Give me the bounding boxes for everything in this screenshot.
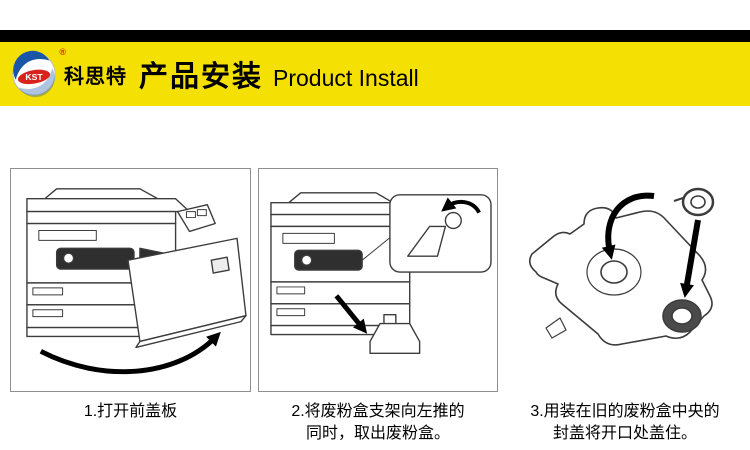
installation-steps: 1.打开前盖板: [0, 168, 750, 450]
page-title: 产品安装 Product Install: [139, 53, 419, 95]
printer-open-cover-drawing: [26, 188, 247, 375]
waste-box-cap-drawing: [528, 187, 715, 346]
page-title-english: Product Install: [273, 65, 419, 91]
step-2-caption-line-2: 同时，取出废粉盒。: [305, 425, 450, 442]
waste-box-removal-drawing: [270, 192, 492, 355]
step-2-caption-line-1: 2.将废粉盒支架向左推的: [291, 403, 465, 420]
step-1-caption-line-1: 1.打开前盖板: [83, 403, 178, 420]
step-3-caption-line-2: 封盖将开口处盖住。: [552, 425, 697, 442]
cap-to-center-arrow-icon: [601, 192, 655, 260]
open-direction-arrow-icon: [39, 331, 221, 375]
step-1-caption: 1.打开前盖板: [10, 401, 251, 423]
step-1: 1.打开前盖板: [10, 168, 251, 423]
logo-text: KST: [25, 72, 43, 82]
cap-to-opening-arrow-icon: [680, 219, 701, 298]
step-2: 2.将废粉盒支架向左推的 同时，取出废粉盒。: [258, 168, 498, 445]
step-3-illustration: [502, 168, 748, 392]
step-3-caption: 3.用装在旧的废粉盒中央的 封盖将开口处盖住。: [502, 401, 748, 445]
top-divider-bar: [0, 30, 750, 42]
header-band: KST ® 科思特 产品安装 Product Install: [0, 42, 750, 106]
registered-mark: ®: [59, 47, 66, 57]
page-title-chinese: 产品安装: [139, 61, 264, 93]
step-3-caption-line-1: 3.用装在旧的废粉盒中央的: [530, 403, 720, 420]
step-1-illustration: [10, 168, 251, 392]
kst-logo: KST ®: [10, 47, 66, 98]
remove-direction-arrow-icon: [334, 294, 368, 334]
brand-name: 科思特: [64, 65, 127, 88]
kst-logo-icon: KST: [12, 50, 56, 98]
step-3: 3.用装在旧的废粉盒中央的 封盖将开口处盖住。: [502, 168, 748, 445]
step-2-caption: 2.将废粉盒支架向左推的 同时，取出废粉盒。: [258, 401, 498, 445]
step-2-illustration: [258, 168, 498, 392]
